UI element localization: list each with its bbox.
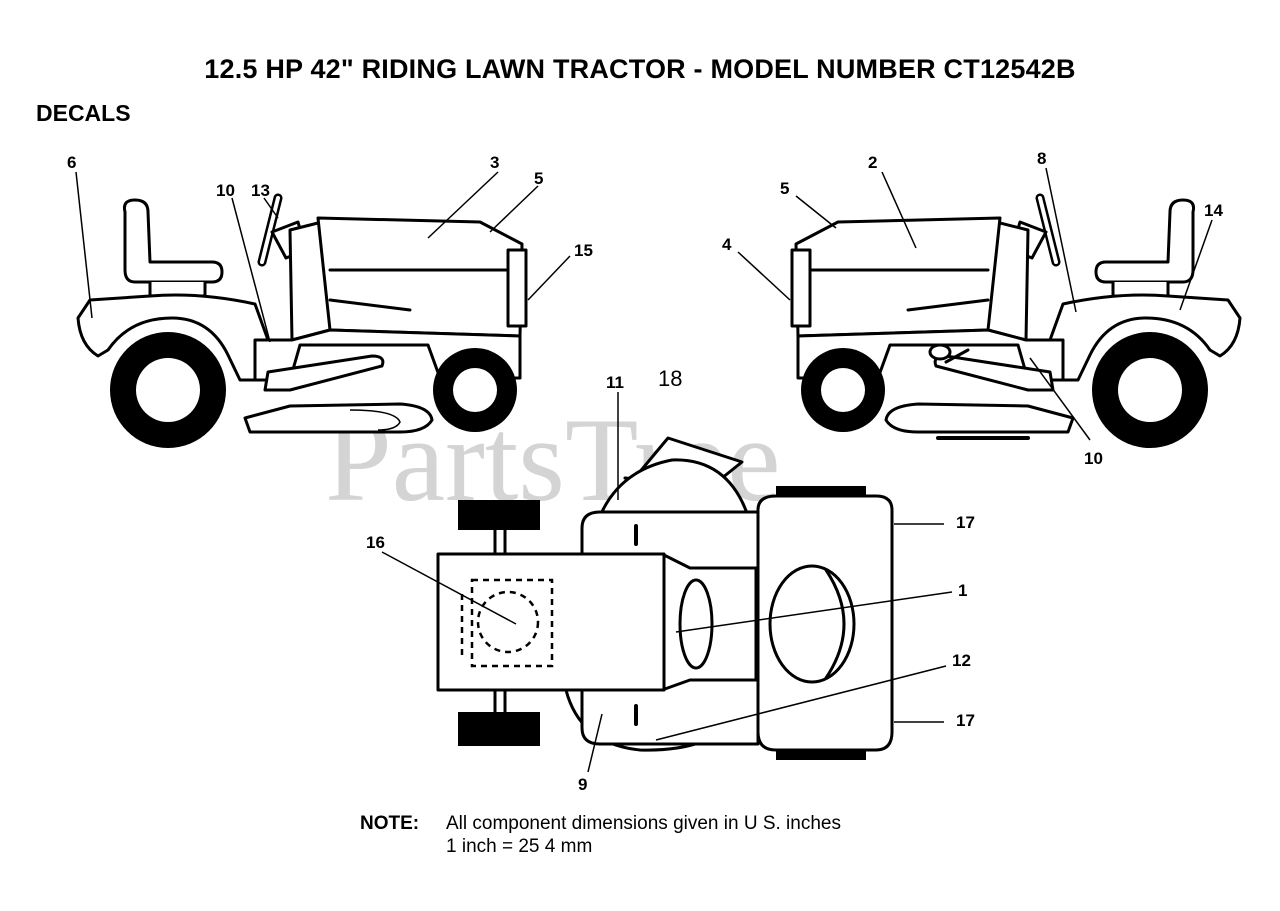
- callout-5-right: 5: [780, 179, 789, 198]
- callout-17-top: 17: [956, 513, 975, 532]
- callout-3: 3: [490, 153, 499, 172]
- callout-5-left: 5: [534, 169, 543, 188]
- callout-12: 12: [952, 651, 971, 670]
- callout-2: 2: [868, 153, 877, 172]
- callout-13: 13: [251, 181, 270, 200]
- callout-1: 1: [958, 581, 967, 600]
- note-line-2: 1 inch = 25 4 mm: [446, 836, 593, 857]
- callout-6-left: 6: [67, 153, 76, 172]
- callout-4: 4: [722, 235, 732, 254]
- section-title: DECALS: [36, 100, 131, 126]
- callout-14: 14: [1204, 201, 1223, 220]
- tractor-right-side-view: [790, 193, 1242, 448]
- top-view-leaders: [381, 392, 953, 773]
- callout-18: 18: [658, 366, 682, 391]
- callout-9: 9: [578, 775, 587, 794]
- callout-16: 16: [366, 533, 385, 552]
- tractor-left-side-view: [76, 193, 528, 448]
- note-line-1: All component dimensions given in U S. i…: [446, 813, 841, 834]
- left-view-leaders: [75, 171, 571, 343]
- dimension-note: NOTE: All component dimensions given in U…: [360, 812, 841, 858]
- callout-17-bottom: 17: [956, 711, 975, 730]
- right-view-leaders: [737, 167, 1213, 441]
- callout-8: 8: [1037, 149, 1046, 168]
- note-label: NOTE:: [360, 813, 420, 834]
- callout-10-left: 10: [216, 181, 235, 200]
- page-title: 12.5 HP 42" RIDING LAWN TRACTOR - MODEL …: [204, 54, 1076, 84]
- callout-15: 15: [574, 241, 593, 260]
- tractor-top-view: [436, 436, 894, 760]
- callout-11: 11: [606, 373, 624, 392]
- callout-10-right: 10: [1084, 449, 1103, 468]
